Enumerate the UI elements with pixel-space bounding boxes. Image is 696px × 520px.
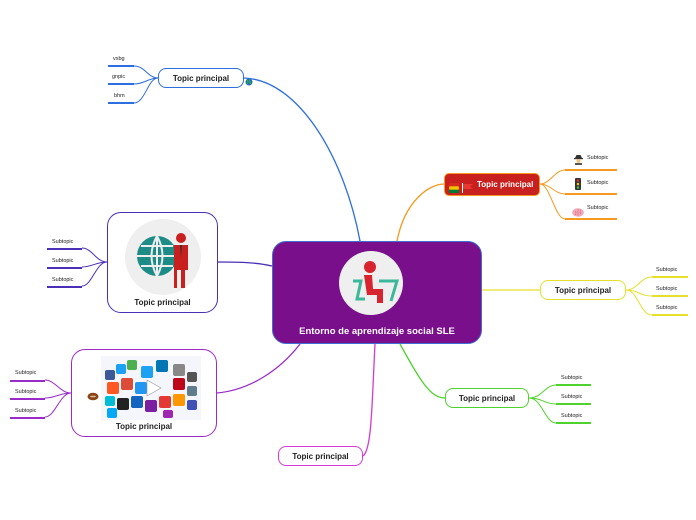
subtopic-label[interactable]: vxbg: [113, 56, 125, 62]
topic-label: Topic principal: [292, 451, 349, 461]
subtopic-label[interactable]: Subtopic: [561, 413, 583, 419]
topic-label: Topic principal: [134, 298, 191, 307]
topic-purple-social[interactable]: Topic principal: [71, 349, 217, 437]
subtopic-label[interactable]: Subtopic: [561, 375, 583, 381]
bolivia-flag-icon: [449, 180, 459, 198]
topic-green[interactable]: Topic principal: [445, 388, 529, 408]
subtopic-label[interactable]: Subtopic: [587, 155, 609, 161]
topic-label: Topic principal: [477, 180, 534, 189]
subtopic-label[interactable]: Subtopic: [587, 180, 609, 186]
subtopic-label[interactable]: Subtopic: [52, 277, 74, 283]
subtopic-label[interactable]: Subtopic: [15, 389, 37, 395]
football-icon: [87, 388, 99, 406]
subtopic-label[interactable]: Subtopic: [15, 370, 37, 376]
subtopic-label[interactable]: Subtopic: [587, 205, 609, 211]
subtopic-label[interactable]: Subtopic: [656, 286, 678, 292]
subtopic-label[interactable]: Subtopic: [656, 267, 678, 273]
topic-orange[interactable]: Topic principal: [444, 173, 540, 196]
topic-label: Topic principal: [172, 73, 230, 83]
topic-label: Topic principal: [115, 422, 173, 431]
topic-magenta[interactable]: Topic principal: [278, 446, 363, 466]
learner-desk-icon: [339, 251, 403, 315]
subtopic-label[interactable]: Subtopic: [561, 394, 583, 400]
red-flag-icon: [462, 180, 474, 198]
topic-blue-top[interactable]: Topic principal: [158, 68, 244, 88]
subtopic-label[interactable]: Subtopic: [15, 408, 37, 414]
spy-icon: [573, 152, 584, 170]
subtopic-label[interactable]: Subtopic: [656, 305, 678, 311]
central-topic-label: Entorno de aprendizaje social SLE: [299, 326, 455, 337]
globe-icon: [245, 73, 253, 91]
brain-icon: [572, 204, 584, 222]
central-topic[interactable]: Entorno de aprendizaje social SLE: [272, 241, 482, 344]
subtopic-label[interactable]: Subtopic: [52, 258, 74, 264]
subtopic-label[interactable]: bhm: [114, 93, 125, 99]
topic-indigo[interactable]: Topic principal: [107, 212, 218, 313]
subtopic-label[interactable]: gnpic: [112, 74, 126, 80]
topic-yellow[interactable]: Topic principal: [540, 280, 626, 300]
subtopic-label[interactable]: Subtopic: [52, 239, 74, 245]
business-globe-icon: [124, 218, 202, 301]
topic-label: Topic principal: [458, 393, 516, 403]
social-media-collage-icon: [101, 356, 201, 425]
topic-label: Topic principal: [554, 285, 612, 295]
traffic-light-icon: [574, 177, 582, 195]
